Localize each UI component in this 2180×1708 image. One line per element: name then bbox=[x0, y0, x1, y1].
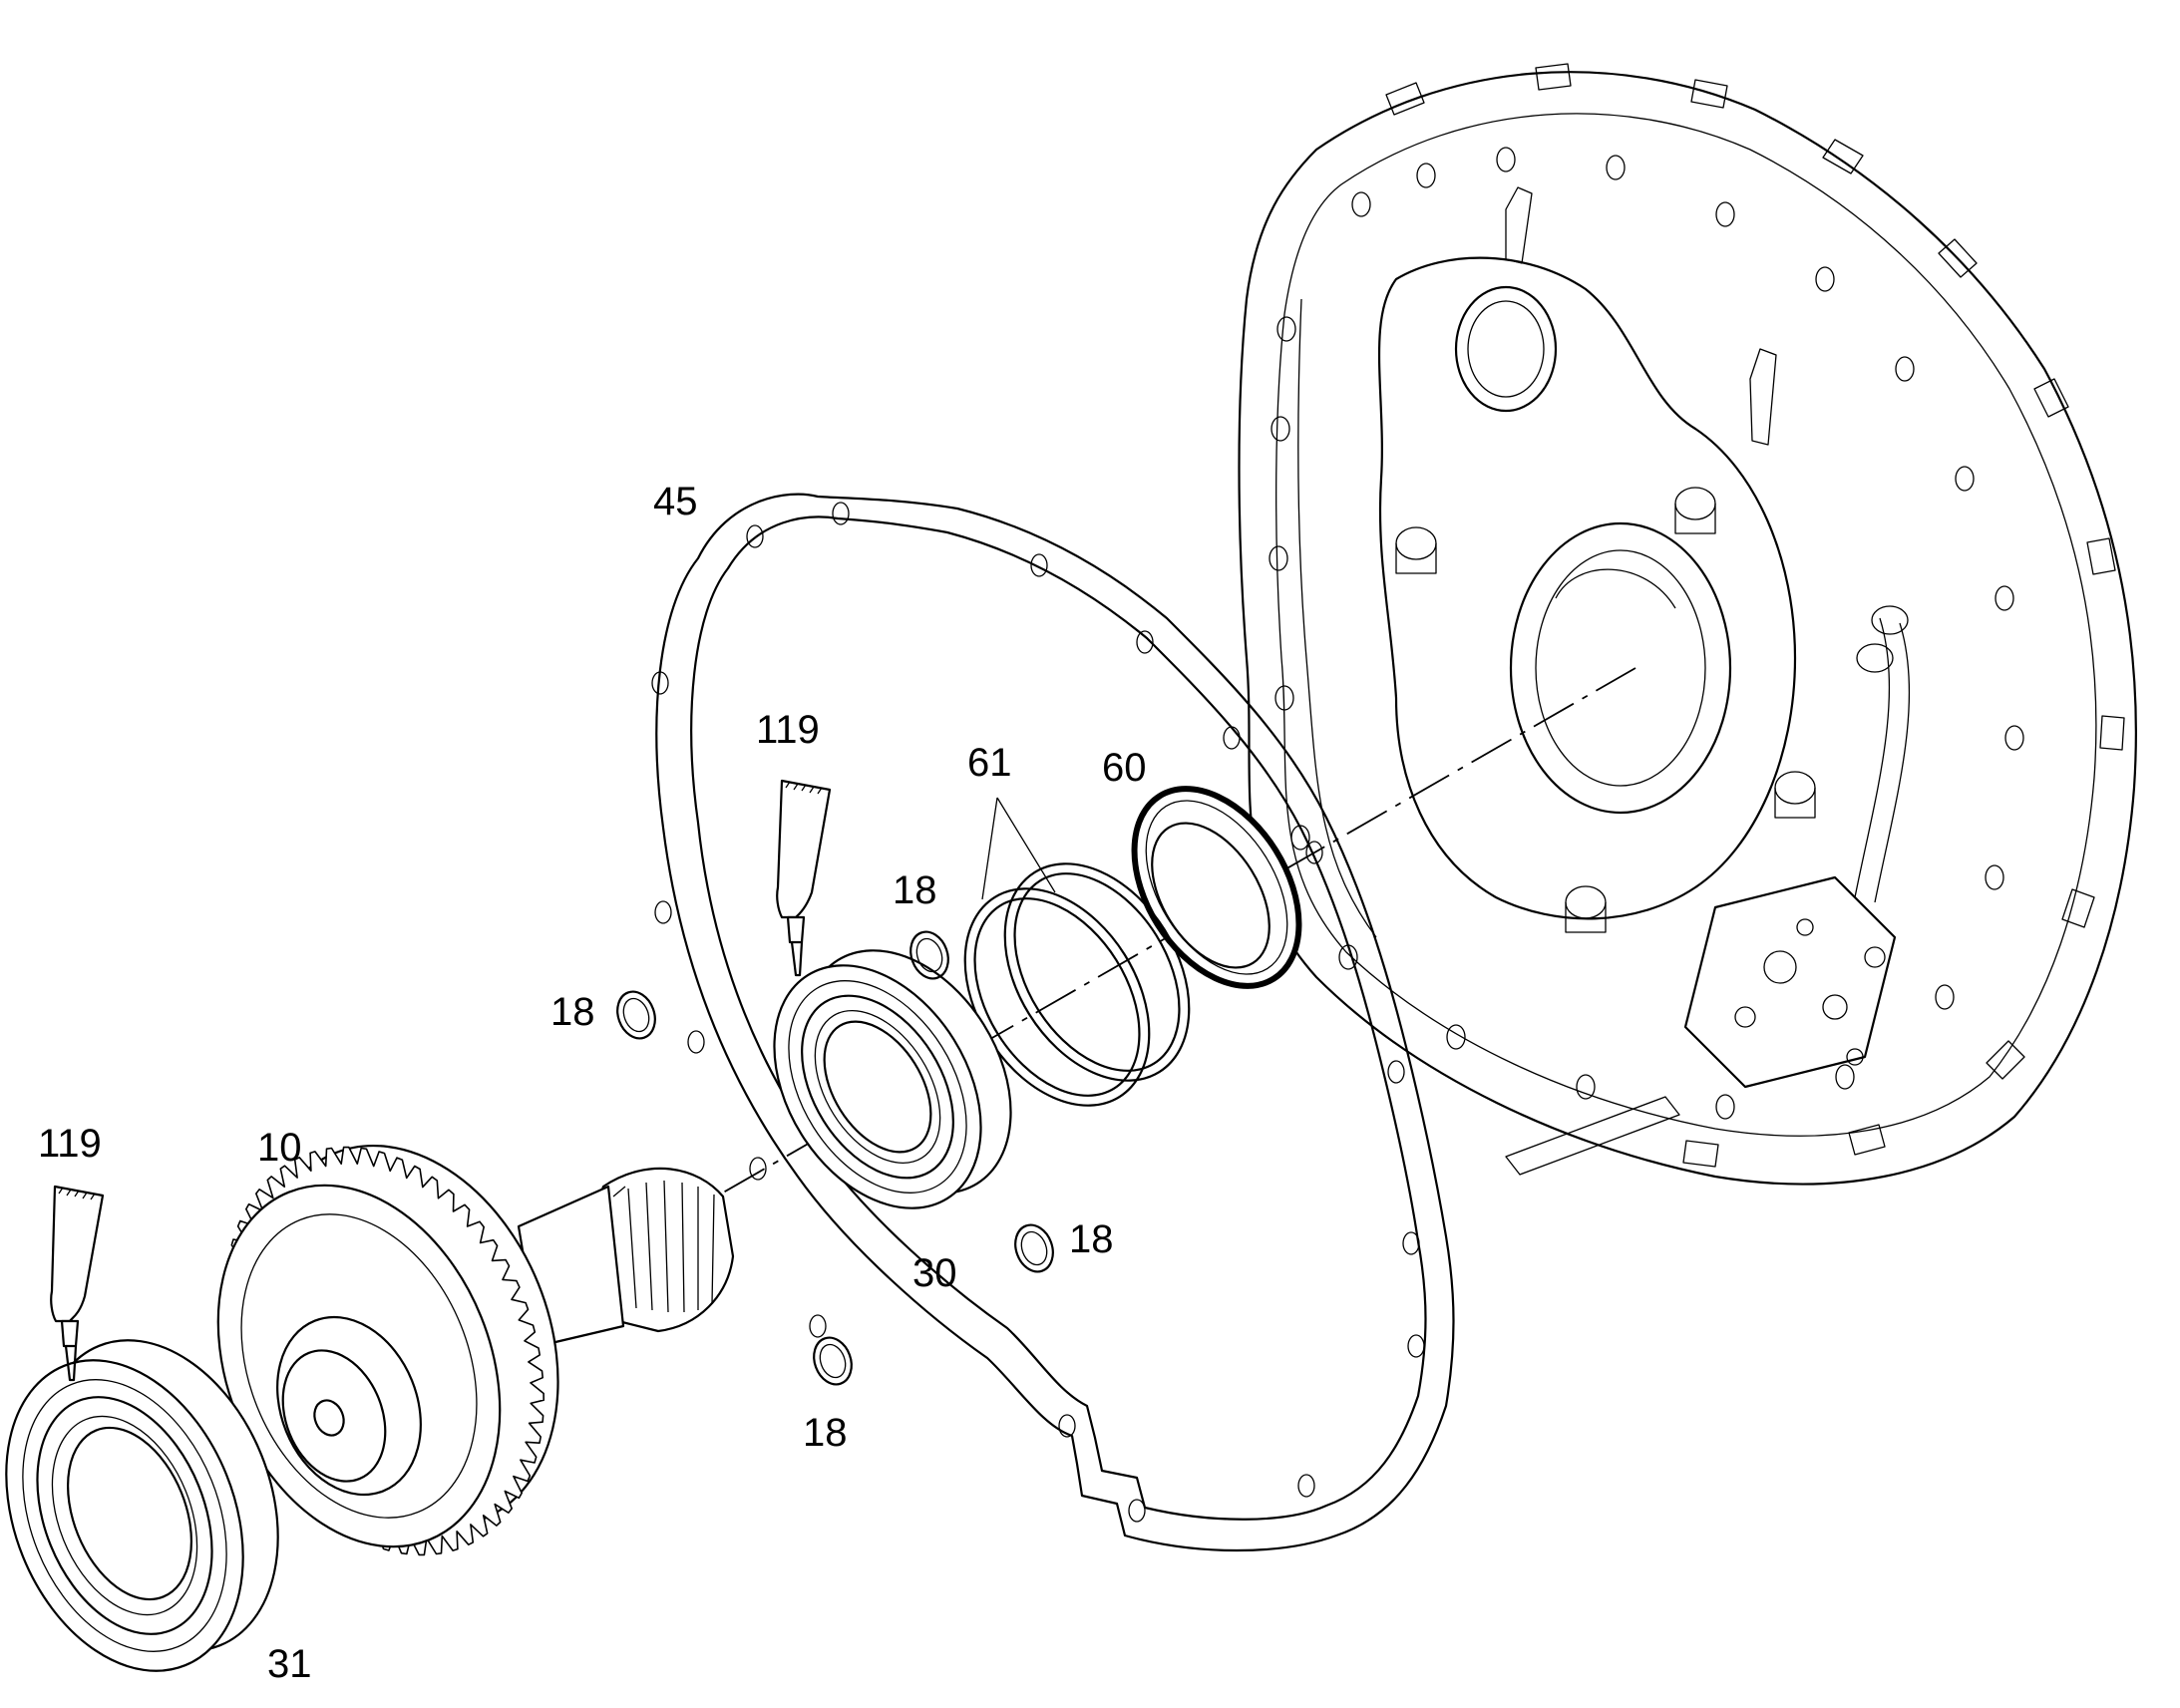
leader-line-61 bbox=[981, 797, 1056, 900]
label-oring-left: 18 bbox=[550, 990, 595, 1034]
label-oring-bottom: 18 bbox=[803, 1411, 848, 1455]
bearing-inner bbox=[773, 949, 1012, 1209]
shaft-seal bbox=[1131, 786, 1302, 989]
gear-shaft bbox=[216, 1144, 735, 1556]
label-shaft-seal: 60 bbox=[1102, 746, 1147, 790]
label-bearing-outer: 31 bbox=[267, 1642, 312, 1686]
bearing-outer bbox=[5, 1339, 279, 1672]
gasket bbox=[651, 493, 1455, 1552]
label-oring-right: 18 bbox=[1069, 1217, 1114, 1261]
sealant-tube-icon bbox=[50, 1185, 105, 1382]
o-rings bbox=[616, 930, 1054, 1386]
label-oring-upper: 18 bbox=[893, 868, 937, 912]
snap-rings bbox=[963, 862, 1191, 1107]
label-gear-shaft: 10 bbox=[257, 1126, 302, 1170]
label-snap-rings: 61 bbox=[967, 741, 1012, 785]
label-sealant-lower: 119 bbox=[38, 1122, 102, 1166]
sealant-tube-icon bbox=[776, 779, 832, 977]
label-bearing-inner: 30 bbox=[912, 1251, 957, 1295]
label-gasket: 45 bbox=[653, 480, 698, 523]
label-sealant-upper: 119 bbox=[756, 708, 820, 752]
housing-cover bbox=[1238, 63, 2137, 1186]
